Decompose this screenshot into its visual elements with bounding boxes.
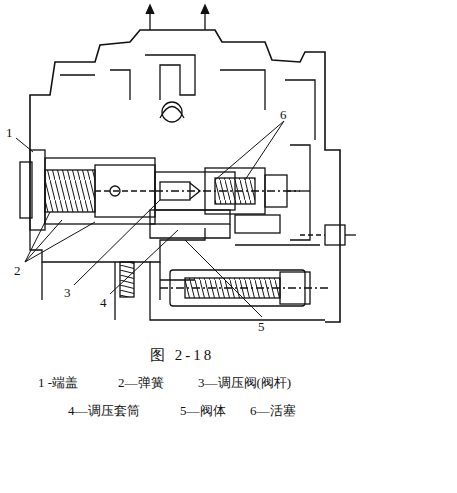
figure-caption: 图 2-18 [150,348,214,363]
part-list-item: 3—调压阀(阀杆) [198,376,291,389]
part-list-item: 1 -端盖 [38,376,78,389]
part-list-item: 4—调压套筒 [68,404,140,417]
callout-number: 6 [280,108,287,121]
callout-number: 3 [64,286,71,299]
part-list-item: 2—弹簧 [118,376,164,389]
part-list-item: 5—阀体 [180,404,226,417]
callout-number: 5 [258,320,265,333]
callout-number: 1 [6,126,13,139]
callout-number: 2 [14,264,21,277]
part-list-item: 6—活塞 [250,404,296,417]
callout-number: 4 [100,296,107,309]
